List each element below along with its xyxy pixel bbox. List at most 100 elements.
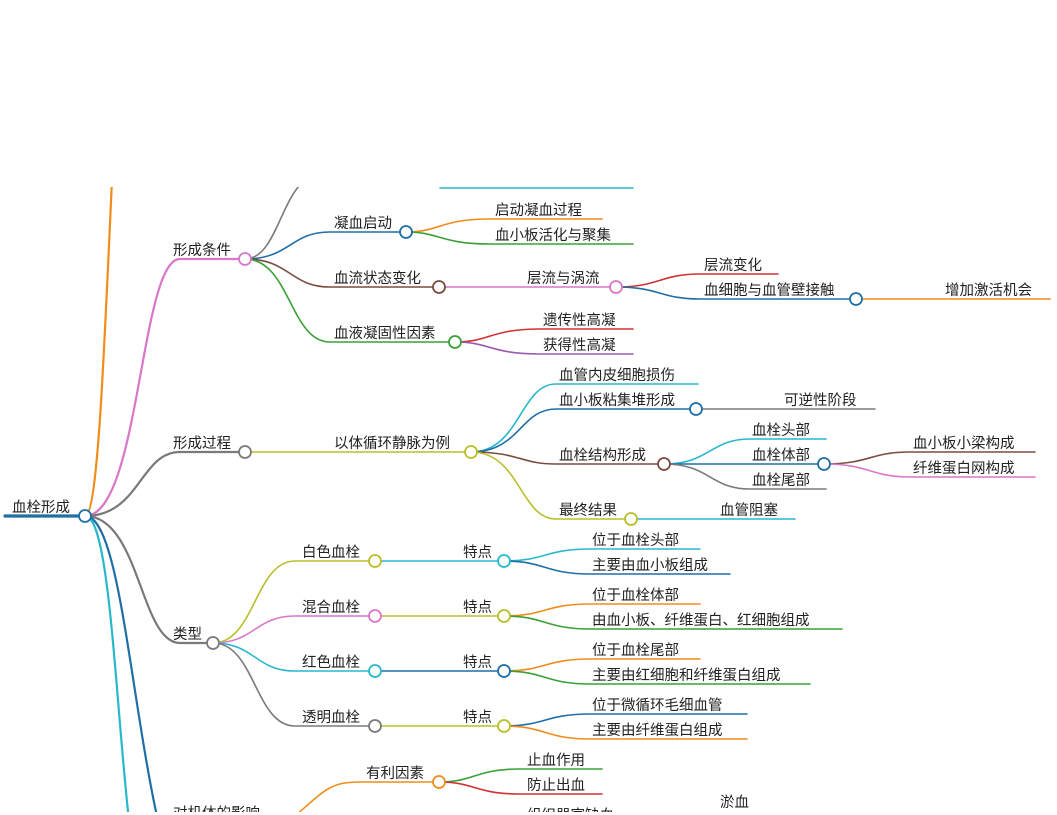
connector-root-formation-process [83, 450, 247, 518]
node-mixed[interactable]: 混合血栓 [302, 599, 360, 616]
connector-beneficial [298, 781, 440, 812]
node-transparent[interactable]: 透明血栓 [302, 709, 360, 726]
node-marker-structure[interactable] [657, 457, 671, 471]
node-transparent-feature[interactable]: 特点 [463, 709, 492, 726]
node-marker-transparent[interactable] [368, 719, 382, 733]
node-fibrin-net[interactable]: 纤维蛋白网构成 [913, 460, 1015, 477]
node-mixed-feature[interactable]: 特点 [463, 599, 492, 616]
node-red-composition[interactable]: 主要由红细胞和纤维蛋白组成 [592, 667, 781, 684]
node-transparent-location[interactable]: 位于微循环毛细血管 [592, 697, 723, 714]
connector-mixed-composition [503, 615, 843, 630]
node-platelet-activation[interactable]: 血小板活化与聚集 [495, 226, 611, 244]
node-marker-body[interactable] [817, 457, 831, 471]
connector-root-effects [83, 514, 158, 812]
connector-endothelial [470, 383, 699, 453]
node-marker-types[interactable] [206, 636, 220, 650]
node-blockage[interactable]: 血管阻塞 [720, 501, 778, 519]
node-venous-example[interactable]: 以体循环静脉为例 [334, 435, 450, 452]
node-marker-white[interactable] [368, 554, 382, 568]
connector-white-composition [503, 560, 731, 575]
node-marker-coagulation-start[interactable] [399, 225, 413, 239]
connector-root-formation-conditions [83, 257, 247, 518]
node-marker-red[interactable] [368, 664, 382, 678]
node-laminar-change[interactable]: 层流变化 [704, 257, 762, 274]
node-cell-contact[interactable]: 血细胞与血管壁接触 [704, 282, 835, 299]
connector-offscreen-upper [244, 187, 300, 260]
connector-transparent-composition [503, 725, 748, 740]
node-increase-activation[interactable]: 增加激活机会 [945, 282, 1032, 299]
node-red-location[interactable]: 位于血栓尾部 [592, 642, 679, 659]
node-marker-coagulability[interactable] [448, 335, 462, 349]
node-marker-venous-example[interactable] [464, 445, 478, 459]
node-marker-red-feature[interactable] [497, 664, 511, 678]
node-marker-formation-conditions[interactable] [238, 252, 252, 266]
connector-root-offscreen-bottom [83, 514, 130, 812]
node-endothelial[interactable]: 血管内皮细胞损伤 [559, 367, 675, 384]
node-red-feature[interactable]: 特点 [463, 654, 492, 671]
node-hereditary[interactable]: 遗传性高凝 [543, 312, 616, 329]
node-marker-mixed-feature[interactable] [497, 609, 511, 623]
node-prevent-bleeding[interactable]: 防止出血 [527, 777, 585, 794]
node-congestion[interactable]: 淤血 [720, 794, 749, 811]
node-ischemia[interactable]: 组织器官缺血 [527, 807, 614, 815]
node-marker-formation-process[interactable] [238, 445, 252, 459]
node-white-composition[interactable]: 主要由血小板组成 [592, 556, 708, 574]
node-marker-flow-change[interactable] [432, 280, 446, 294]
node-coagulability[interactable]: 血液凝固性因素 [334, 325, 436, 342]
connector-laminar-change [615, 273, 779, 288]
node-acquired[interactable]: 获得性高凝 [543, 337, 616, 354]
node-platelet-pile[interactable]: 血小板粘集堆形成 [559, 391, 675, 409]
node-marker-transparent-feature[interactable] [497, 719, 511, 733]
node-formation-process[interactable]: 形成过程 [173, 435, 231, 452]
node-marker-final[interactable] [624, 512, 638, 526]
connector-red-location [503, 658, 701, 672]
node-red[interactable]: 红色血栓 [302, 654, 360, 671]
node-formation-conditions[interactable]: 形成条件 [173, 242, 231, 259]
connector-hemostasis [438, 768, 603, 783]
connector-platelet-pile [470, 408, 697, 453]
node-white-location[interactable]: 位于血栓头部 [592, 532, 679, 549]
node-flow-change[interactable]: 血流状态变化 [334, 270, 421, 287]
connector-cell-contact [615, 286, 857, 300]
node-tail[interactable]: 血栓尾部 [752, 472, 810, 489]
connector-final [470, 451, 632, 520]
node-mixed-location[interactable]: 位于血栓体部 [592, 587, 679, 604]
node-head[interactable]: 血栓头部 [752, 422, 810, 439]
connector-tail [663, 463, 827, 490]
connector-coagulability [244, 258, 456, 343]
connector-transparent [212, 642, 376, 727]
node-trabecula[interactable]: 血小板小梁构成 [913, 434, 1015, 452]
node-transparent-composition[interactable]: 主要由纤维蛋白组成 [592, 722, 723, 739]
connector-start-coagulation [405, 218, 603, 233]
node-marker-platelet-pile[interactable] [689, 402, 703, 416]
node-root[interactable]: 血栓形成 [12, 499, 70, 516]
connector-red [212, 642, 376, 672]
node-marker-mixed[interactable] [368, 609, 382, 623]
node-white-feature[interactable]: 特点 [463, 544, 492, 561]
node-effects[interactable]: 对机体的影响 [173, 805, 260, 815]
node-hemostasis[interactable]: 止血作用 [527, 752, 585, 769]
node-beneficial[interactable]: 有利因素 [366, 765, 424, 782]
connector-trabecula [823, 451, 1036, 465]
node-marker-white-feature[interactable] [497, 554, 511, 568]
connector-prevent-bleeding [438, 781, 603, 795]
node-mixed-composition[interactable]: 由血小板、纤维蛋白、红细胞组成 [592, 611, 810, 629]
node-start-coagulation[interactable]: 启动凝血过程 [495, 202, 582, 219]
node-marker-root[interactable] [78, 509, 92, 523]
connector-white-location [503, 548, 701, 562]
connector-coagulation-start [244, 231, 407, 260]
node-final[interactable]: 最终结果 [559, 502, 617, 519]
node-white[interactable]: 白色血栓 [302, 544, 360, 561]
node-marker-laminar-vortex[interactable] [609, 280, 623, 294]
node-marker-cell-contact[interactable] [849, 292, 863, 306]
node-structure[interactable]: 血栓结构形成 [559, 447, 646, 464]
node-body[interactable]: 血栓体部 [752, 447, 810, 464]
node-reversible[interactable]: 可逆性阶段 [784, 392, 857, 409]
node-coagulation-start[interactable]: 凝血启动 [334, 215, 392, 232]
connector-root-types [83, 514, 215, 645]
node-marker-beneficial[interactable] [432, 775, 446, 789]
node-laminar-vortex[interactable]: 层流与涡流 [527, 270, 600, 287]
node-types[interactable]: 类型 [173, 626, 202, 643]
connector-structure [470, 451, 665, 465]
